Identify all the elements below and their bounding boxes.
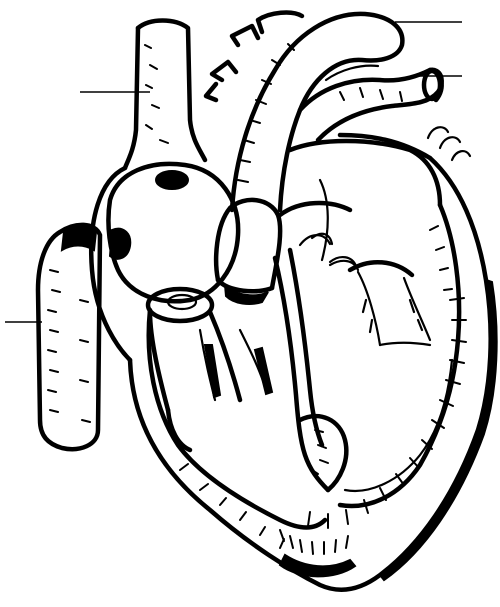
opening-svc	[156, 171, 188, 189]
interventricular-septum	[275, 250, 346, 490]
left-ventricle	[340, 205, 459, 506]
aortic-root	[216, 200, 280, 304]
mitral-valve	[350, 262, 430, 345]
opening-ivc	[110, 229, 130, 259]
pulmonary-veins	[428, 127, 470, 160]
apex-hatching	[280, 530, 355, 576]
tricuspid-valve	[148, 289, 240, 410]
superior-vena-cava	[125, 21, 205, 169]
